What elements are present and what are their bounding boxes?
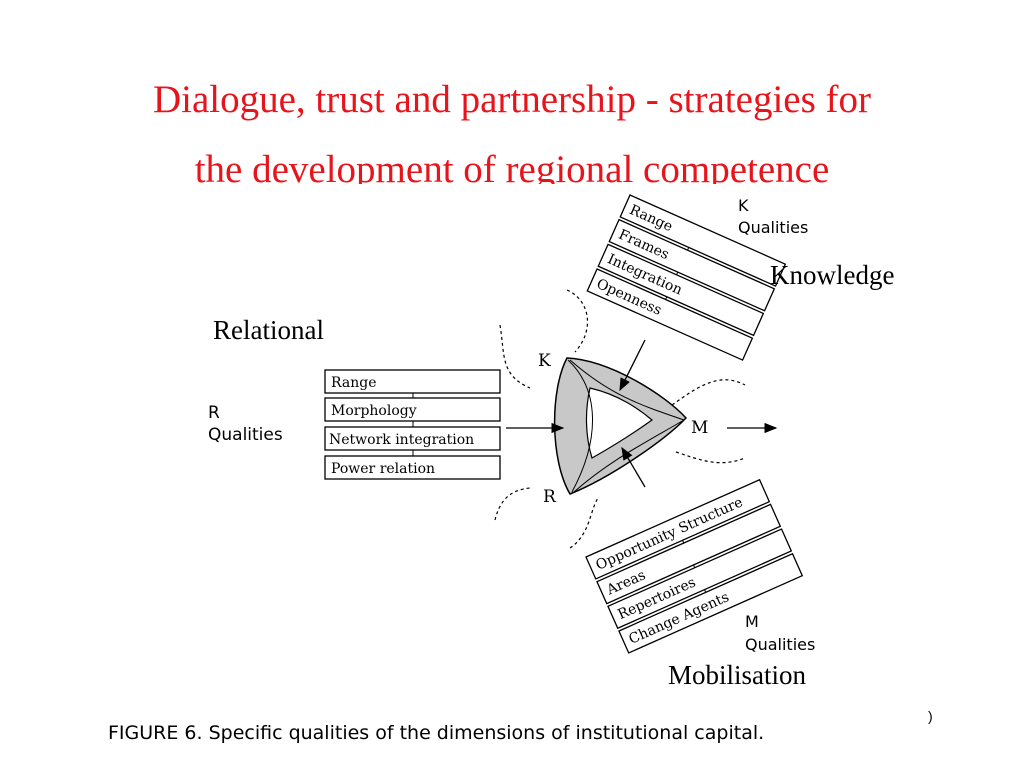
knowledge-label: Knowledge <box>770 260 895 290</box>
vertex-r-label: R <box>543 487 557 507</box>
slide-title-line-2: the development of regional competence <box>194 148 830 191</box>
r-qualities-letter: R <box>208 403 220 423</box>
m-qualities-heading: Qualities <box>745 635 815 654</box>
k-qualities-letter: K <box>738 196 749 215</box>
arrow-m-to-triangle <box>621 446 646 488</box>
m-qualities-letter: M <box>745 612 759 631</box>
central-triangle <box>553 357 688 495</box>
arrow-k-to-triangle <box>619 339 646 392</box>
r-qualities-heading: Qualities <box>208 425 283 445</box>
k-qualities-box: Range Frames Integration Openness <box>586 194 787 361</box>
arrows <box>506 339 778 488</box>
title-clip <box>0 184 1024 204</box>
page-mark: ) <box>928 708 933 724</box>
r-qualities-box: Range Morphology Network integration Pow… <box>324 369 501 480</box>
vertex-m-label: M <box>691 418 708 438</box>
dashed-boundaries <box>494 289 746 549</box>
k-qualities-heading: Qualities <box>738 218 808 237</box>
mobilisation-label: Mobilisation <box>668 660 807 690</box>
slide-title-line-1: Dialogue, trust and partnership - strate… <box>152 78 872 121</box>
m-qualities-box: Opportunity Structure Areas Repertoires … <box>585 478 804 654</box>
r-quality-item: Range <box>331 375 376 391</box>
r-quality-item: Power relation <box>331 461 435 477</box>
r-quality-item: Morphology <box>331 403 417 419</box>
r-quality-item: Network integration <box>329 432 474 448</box>
relational-label: Relational <box>213 315 324 345</box>
figure-caption: FIGURE 6. Specific qualities of the dime… <box>108 722 765 744</box>
vertex-k-label: K <box>538 351 551 371</box>
